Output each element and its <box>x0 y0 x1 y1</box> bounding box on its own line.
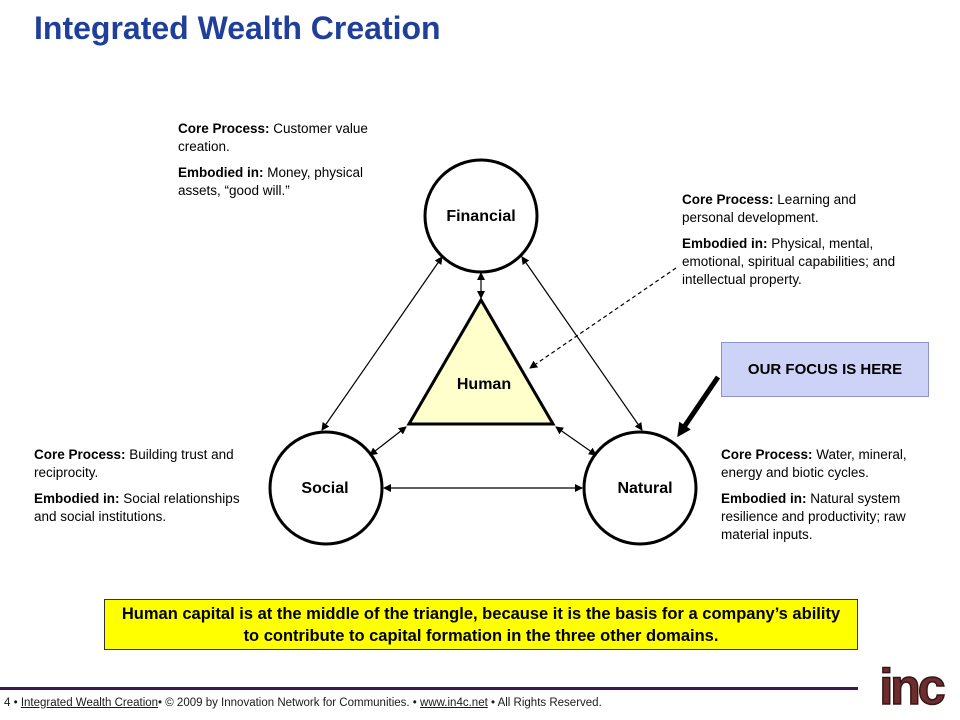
logo-text: inc <box>879 660 944 712</box>
core-process-text: Learning and personal development. <box>682 192 857 225</box>
natural-label: Natural <box>617 480 673 497</box>
dashed-pointer <box>529 267 677 369</box>
footer-divider <box>0 687 858 690</box>
core-process-label: Core Process: <box>34 447 126 462</box>
natural-circle <box>582 430 698 546</box>
footer-copyright: • © 2009 by Innovation Network for Commu… <box>158 697 421 709</box>
core-process-text: Building trust and reciprocity. <box>34 447 234 480</box>
core-process-label: Core Process: <box>721 447 813 462</box>
core-process-label: Core Process: <box>178 121 270 136</box>
embodied-label: Embodied in: <box>178 165 264 180</box>
embodied-text: Money, physical assets, “good will.” <box>178 165 364 198</box>
natural-description: Core Process: Water, mineral, energy and… <box>721 446 941 552</box>
core-process-text: Water, mineral, energy and biotic cycles… <box>721 447 907 480</box>
page-title: Integrated Wealth Creation <box>34 10 441 46</box>
embodied-text: Physical, mental, emotional, spiritual c… <box>682 236 896 287</box>
footer: 4 • Integrated Wealth Creation• © 2009 b… <box>4 697 602 709</box>
human-label: Human <box>456 376 512 393</box>
arrow-human-natural <box>555 426 597 456</box>
financial-description: Core Process: Customer value creation. E… <box>178 120 378 208</box>
social-description: Core Process: Building trust and recipro… <box>34 446 244 534</box>
human-description: Core Process: Learning and personal deve… <box>682 191 897 297</box>
social-label: Social <box>301 480 349 497</box>
core-process-text: Customer value creation. <box>178 121 368 154</box>
core-process-label: Core Process: <box>682 192 774 207</box>
focus-arrow <box>677 375 721 438</box>
summary-box: Human capital is at the middle of the tr… <box>104 599 858 650</box>
footer-website-link[interactable]: www.in4c.net <box>420 697 488 709</box>
footer-rights: • All Rights Reserved. <box>487 697 602 709</box>
footer-page-number: 4 • <box>4 697 21 709</box>
footer-title-link[interactable]: Integrated Wealth Creation <box>20 697 159 709</box>
focus-callout: OUR FOCUS IS HERE <box>721 342 929 397</box>
financial-label: Financial <box>446 208 516 225</box>
social-circle <box>268 430 384 546</box>
human-triangle <box>406 297 556 426</box>
embodied-label: Embodied in: <box>721 491 807 506</box>
embodied-text: Natural system resilience and productivi… <box>721 491 906 542</box>
embodied-text: Social relationships and social institut… <box>34 491 240 524</box>
arrow-financial-natural <box>521 256 643 431</box>
embodied-label: Embodied in: <box>682 236 768 251</box>
arrow-financial-social <box>321 256 443 431</box>
embodied-label: Embodied in: <box>34 491 120 506</box>
inc-logo: inc <box>879 660 949 712</box>
arrow-human-social <box>369 426 407 456</box>
